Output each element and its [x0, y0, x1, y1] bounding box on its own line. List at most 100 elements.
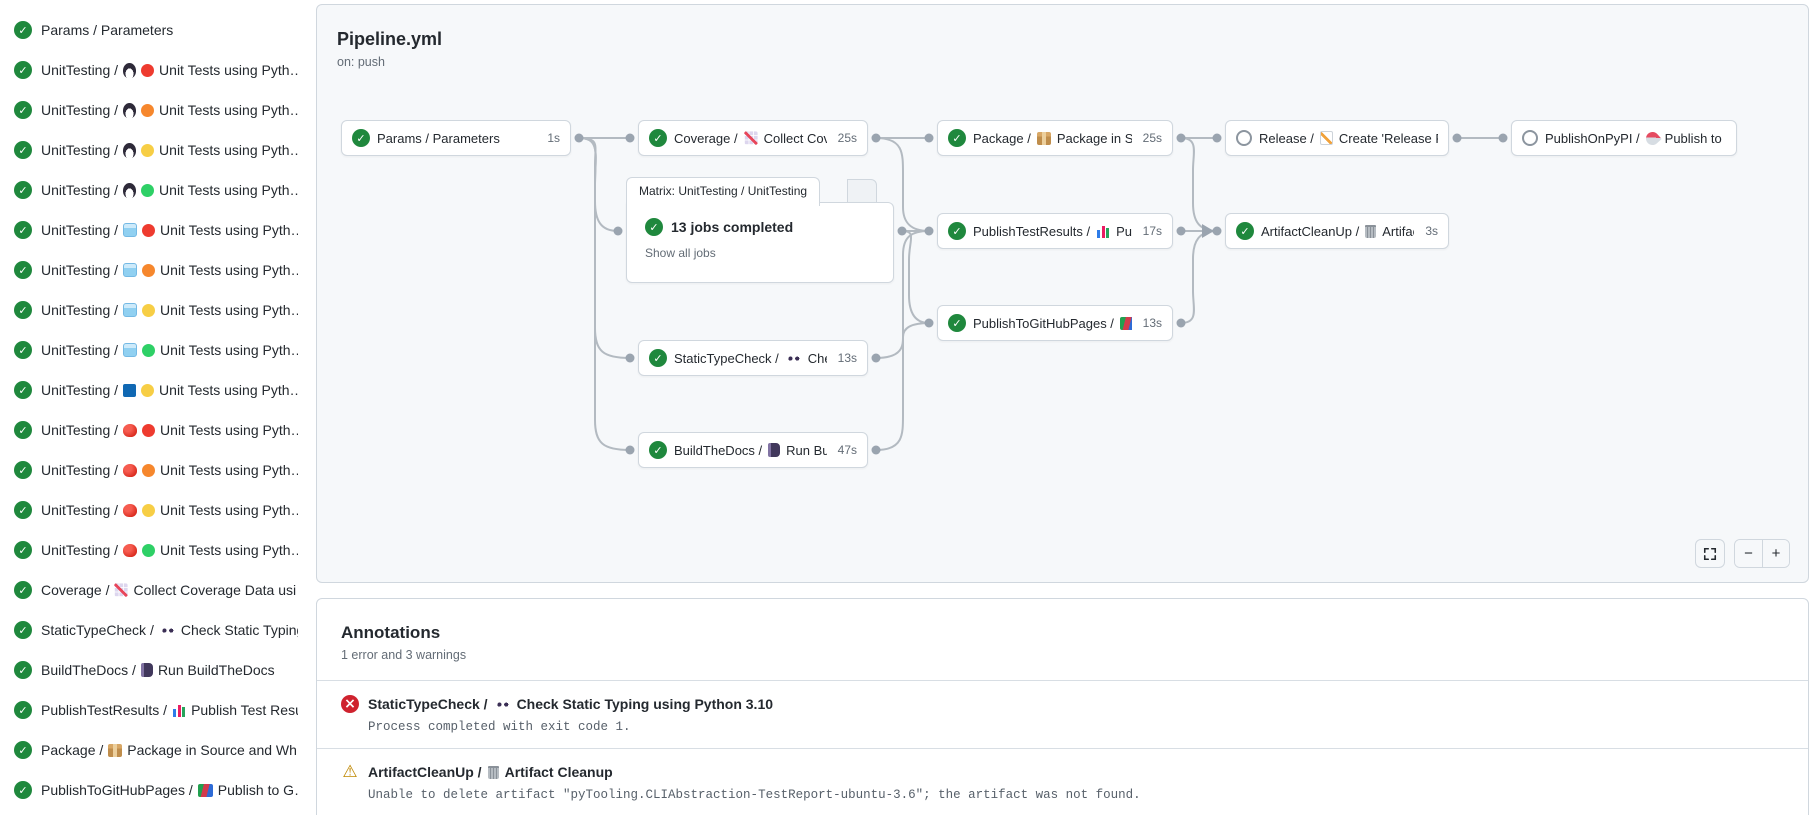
red-circle-icon [142, 223, 156, 237]
success-check-icon [948, 222, 966, 240]
sidebar-item-unittesting[interactable]: UnitTesting / Unit Tests using Pyth… [0, 50, 304, 90]
job-label: Unit Tests using Pyth… [159, 142, 298, 158]
job-name: Package / [41, 742, 104, 758]
success-check-icon [14, 261, 32, 279]
job-label: Unit Tests using Pyth… [159, 182, 298, 198]
node-duration: 25s [1142, 131, 1162, 145]
bar-chart-icon [1096, 224, 1111, 238]
matrix-group-node[interactable]: 13 jobs completed Show all jobs [626, 202, 894, 283]
notebook-icon [768, 443, 781, 457]
annotation-step: Check Static Typing using Python 3.10 [516, 696, 774, 712]
node-label: ArtifactCleanUp / [1261, 223, 1360, 239]
sidebar-item-publishtestresults[interactable]: PublishTestResults / Publish Test Resu… [0, 690, 304, 730]
job-name: UnitTesting / [41, 142, 119, 158]
node-label-suffix: Artifac… [1382, 223, 1414, 239]
node-label: Release / [1259, 130, 1314, 146]
node-duration: 13s [837, 351, 857, 365]
annotation-step: Artifact Cleanup [504, 764, 613, 780]
sidebar-item-unittesting[interactable]: UnitTesting / Unit Tests using Pyth… [0, 450, 304, 490]
success-check-icon [1236, 222, 1254, 240]
ice-cube-icon [123, 343, 138, 357]
sidebar-item-statictypecheck[interactable]: StaticTypeCheck / Check Static Typing… [0, 610, 304, 650]
node-label-suffix: Pu… [1116, 223, 1132, 239]
success-check-icon [14, 461, 32, 479]
job-name: UnitTesting / [41, 382, 119, 398]
node-statictypecheck[interactable]: StaticTypeCheck / Chec… 13s [638, 340, 868, 376]
warning-triangle-icon [341, 763, 359, 781]
job-name: UnitTesting / [41, 222, 119, 238]
annotation-link[interactable]: ArtifactCleanUp / Artifact Cleanup [341, 763, 1784, 781]
annotation-detail: Process completed with exit code 1. [368, 720, 631, 734]
success-check-icon [948, 314, 966, 332]
node-duration: 1s [547, 131, 560, 145]
zoom-in-button[interactable]: + [1762, 540, 1789, 567]
node-label: Coverage / [674, 130, 738, 146]
bar-chart-icon [172, 703, 187, 717]
zoom-out-button[interactable]: − [1735, 540, 1762, 567]
sidebar-item-unittesting[interactable]: UnitTesting / Unit Tests using Pyth… [0, 290, 304, 330]
sidebar-item-publishtogithubpages[interactable]: PublishToGitHubPages / Publish to G… [0, 770, 304, 810]
success-check-icon [14, 301, 32, 319]
annotation-job: StaticTypeCheck / [368, 696, 488, 712]
node-label: Package / [973, 130, 1031, 146]
sidebar-item-unittesting[interactable]: UnitTesting / Unit Tests using Pyth… [0, 490, 304, 530]
green-circle-icon [142, 343, 156, 357]
sidebar-item-params[interactable]: Params / Parameters [0, 10, 304, 50]
node-publishonpypi[interactable]: PublishOnPyPI / Publish to … [1511, 120, 1737, 156]
zoom-control-group: − + [1734, 539, 1790, 568]
job-name: PublishTestResults / [41, 702, 168, 718]
apple-icon [123, 423, 138, 437]
job-label: Unit Tests using Pyth… [160, 222, 298, 238]
node-buildthedocs[interactable]: BuildTheDocs / Run Buil… 47s [638, 432, 868, 468]
job-name: UnitTesting / [41, 62, 119, 78]
node-params[interactable]: Params / Parameters 1s [341, 120, 571, 156]
job-name: UnitTesting / [41, 262, 119, 278]
sidebar-item-unittesting[interactable]: UnitTesting / Unit Tests using Pyth… [0, 250, 304, 290]
node-publishtogithubpages[interactable]: PublishToGitHubPages / … 13s [937, 305, 1173, 341]
chart-increasing-icon [114, 583, 129, 597]
node-duration: 13s [1142, 316, 1162, 330]
sidebar-item-unittesting[interactable]: UnitTesting / Unit Tests using Pyth… [0, 130, 304, 170]
node-artifactcleanup[interactable]: ArtifactCleanUp / Artifac… 3s [1225, 213, 1449, 249]
job-name: UnitTesting / [41, 542, 119, 558]
sidebar-item-unittesting[interactable]: UnitTesting / Unit Tests using Pyth… [0, 170, 304, 210]
node-release[interactable]: Release / Create 'Release P… [1225, 120, 1449, 156]
fullscreen-button[interactable] [1695, 539, 1725, 568]
node-label-suffix: Package in So… [1056, 130, 1132, 146]
node-label: Params / Parameters [377, 130, 500, 146]
success-check-icon [14, 781, 32, 799]
success-check-icon [14, 101, 32, 119]
success-check-icon [14, 141, 32, 159]
annotations-header: Annotations 1 error and 3 warnings [317, 599, 1808, 680]
apple-icon [123, 543, 138, 557]
job-label: Run BuildTheDocs [157, 662, 275, 678]
penguin-icon [123, 142, 137, 158]
sidebar-item-unittesting[interactable]: UnitTesting / Unit Tests using Pyth… [0, 330, 304, 370]
sidebar-item-unittesting[interactable]: UnitTesting / Unit Tests using Pyth… [0, 210, 304, 250]
success-check-icon [14, 541, 32, 559]
success-check-icon [14, 741, 32, 759]
job-name: UnitTesting / [41, 182, 119, 198]
success-check-icon [352, 129, 370, 147]
annotation-link[interactable]: StaticTypeCheck / Check Static Typing us… [341, 695, 1784, 713]
annotations-title: Annotations [341, 623, 441, 642]
job-label: Publish Test Resu… [191, 702, 298, 718]
eyes-icon [493, 698, 511, 710]
job-label: Check Static Typing… [180, 622, 298, 638]
sidebar-item-coverage[interactable]: Coverage / Collect Coverage Data usi… [0, 570, 304, 610]
sidebar-item-buildthedocs[interactable]: BuildTheDocs / Run BuildTheDocs [0, 650, 304, 690]
node-package[interactable]: Package / Package in So… 25s [937, 120, 1173, 156]
node-publishtestresults[interactable]: PublishTestResults / Pu… 17s [937, 213, 1173, 249]
sidebar-item-package[interactable]: Package / Package in Source and Wh… [0, 730, 304, 770]
job-label: Unit Tests using Pyth… [160, 422, 298, 438]
sidebar-item-unittesting[interactable]: UnitTesting / Unit Tests using Pyth… [0, 90, 304, 130]
show-all-jobs-link[interactable]: Show all jobs [645, 246, 716, 260]
job-label: Unit Tests using Pyth… [160, 302, 298, 318]
graph-controls: − + [1695, 539, 1790, 568]
node-label: BuildTheDocs / [674, 442, 763, 458]
node-coverage[interactable]: Coverage / Collect Cove… 25s [638, 120, 868, 156]
sidebar-item-unittesting[interactable]: UnitTesting / Unit Tests using Pyth… [0, 530, 304, 570]
sidebar-item-unittesting[interactable]: UnitTesting / Unit Tests using Pyth… [0, 410, 304, 450]
sidebar-item-unittesting[interactable]: UnitTesting / Unit Tests using Pyth… [0, 370, 304, 410]
job-name: UnitTesting / [41, 102, 119, 118]
